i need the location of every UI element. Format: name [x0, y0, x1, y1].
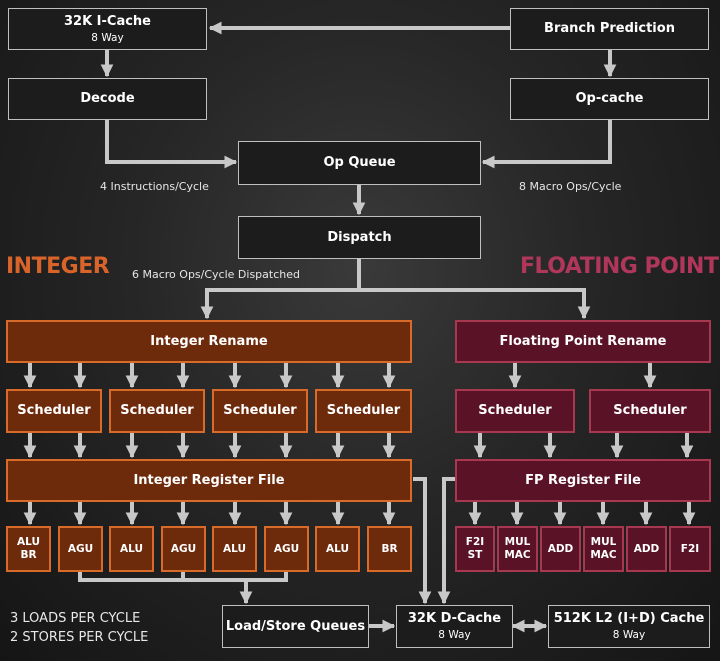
- fp-unit: MUL MAC: [583, 526, 624, 572]
- fp-unit: F2I ST: [455, 526, 495, 572]
- dcache-title: 32K D-Cache: [407, 611, 502, 627]
- load-store-queues-box: Load/Store Queues: [222, 605, 369, 648]
- integer-scheduler-box: Scheduler: [6, 389, 102, 433]
- unit-line2: ST: [467, 549, 483, 561]
- stores-note: 2 STORES PER CYCLE: [10, 630, 149, 645]
- integer-register-file-box: Integer Register File: [6, 459, 412, 502]
- load-store-queues-label: Load/Store Queues: [225, 618, 366, 634]
- unit-line1: F2I: [680, 542, 700, 555]
- branch-prediction-label: Branch Prediction: [544, 21, 675, 37]
- decode-box: Decode: [8, 78, 207, 120]
- integer-scheduler-label: Scheduler: [120, 403, 194, 419]
- fp-unit: F2I: [669, 526, 711, 572]
- branch-prediction-box: Branch Prediction: [510, 8, 709, 50]
- op-cache-box: Op-cache: [510, 78, 709, 120]
- integer-scheduler-label: Scheduler: [17, 403, 91, 419]
- icache-title: 32K I-Cache: [63, 13, 151, 29]
- integer-unit: AGU: [58, 526, 103, 572]
- unit-line1: ADD: [633, 542, 660, 555]
- fp-rename-label: Floating Point Rename: [499, 333, 667, 349]
- icache-box: 32K I-Cache 8 Way: [8, 8, 207, 50]
- op-queue-box: Op Queue: [238, 141, 481, 185]
- fp-unit: ADD: [540, 526, 581, 572]
- opcache-rate-label: 8 Macro Ops/Cycle: [519, 180, 622, 193]
- op-queue-label: Op Queue: [323, 155, 396, 171]
- integer-scheduler-box: Scheduler: [315, 389, 412, 433]
- l2-cache-box: 512K L2 (I+D) Cache 8 Way: [548, 605, 710, 648]
- decode-label: Decode: [80, 91, 135, 107]
- integer-rename-label: Integer Rename: [150, 333, 268, 349]
- load-store-notes: 3 LOADS PER CYCLE 2 STORES PER CYCLE: [10, 609, 148, 647]
- integer-unit: ALU: [315, 526, 360, 572]
- icache-sub: 8 Way: [91, 31, 124, 44]
- dcache-box: 32K D-Cache 8 Way: [396, 605, 513, 648]
- fp-scheduler-box: Scheduler: [455, 389, 575, 433]
- unit-line1: AGU: [273, 542, 300, 555]
- integer-unit: AGU: [264, 526, 309, 572]
- integer-heading: INTEGER: [6, 254, 110, 279]
- fp-rename-box: Floating Point Rename: [455, 320, 711, 363]
- integer-scheduler-label: Scheduler: [223, 403, 297, 419]
- integer-unit: BR: [367, 526, 412, 572]
- fp-scheduler-box: Scheduler: [589, 389, 711, 433]
- integer-unit: ALU: [109, 526, 154, 572]
- integer-scheduler-label: Scheduler: [326, 403, 401, 419]
- integer-unit: ALU: [212, 526, 257, 572]
- l2-cache-sub: 8 Way: [612, 629, 646, 641]
- fp-unit: ADD: [626, 526, 667, 572]
- dispatch-box: Dispatch: [238, 216, 481, 259]
- unit-line1: ADD: [547, 542, 574, 555]
- l2-cache-title: 512K L2 (I+D) Cache: [553, 611, 705, 627]
- unit-line1: MUL: [504, 536, 531, 549]
- unit-line2: BR: [20, 549, 37, 561]
- dcache-sub: 8 Way: [438, 629, 471, 641]
- fp-register-file-label: FP Register File: [525, 472, 641, 488]
- unit-line1: ALU: [120, 542, 143, 555]
- decode-rate-label: 4 Instructions/Cycle: [100, 180, 209, 193]
- unit-line1: BR: [381, 542, 398, 555]
- fp-scheduler-label: Scheduler: [478, 403, 552, 419]
- integer-unit: ALU BR: [6, 526, 51, 572]
- dispatch-label: Dispatch: [327, 229, 392, 245]
- floating-point-heading: FLOATING POINT: [520, 254, 719, 279]
- integer-scheduler-box: Scheduler: [212, 389, 308, 433]
- unit-line1: ALU: [17, 536, 40, 549]
- unit-line1: ALU: [223, 542, 246, 555]
- integer-register-file-label: Integer Register File: [133, 472, 285, 488]
- dispatch-rate-label: 6 Macro Ops/Cycle Dispatched: [132, 268, 300, 281]
- loads-note: 3 LOADS PER CYCLE: [10, 611, 141, 626]
- unit-line1: MUL: [590, 536, 617, 549]
- integer-unit: AGU: [161, 526, 206, 572]
- unit-line1: ALU: [326, 542, 349, 555]
- integer-rename-box: Integer Rename: [6, 320, 412, 363]
- unit-line2: MAC: [590, 549, 617, 561]
- op-cache-label: Op-cache: [575, 91, 644, 107]
- unit-line1: AGU: [67, 542, 94, 555]
- fp-unit: MUL MAC: [497, 526, 538, 572]
- unit-line1: AGU: [170, 542, 197, 555]
- fp-scheduler-label: Scheduler: [613, 403, 687, 419]
- unit-line2: MAC: [504, 549, 531, 561]
- integer-scheduler-box: Scheduler: [109, 389, 205, 433]
- fp-register-file-box: FP Register File: [455, 459, 711, 502]
- unit-line1: F2I: [465, 536, 485, 549]
